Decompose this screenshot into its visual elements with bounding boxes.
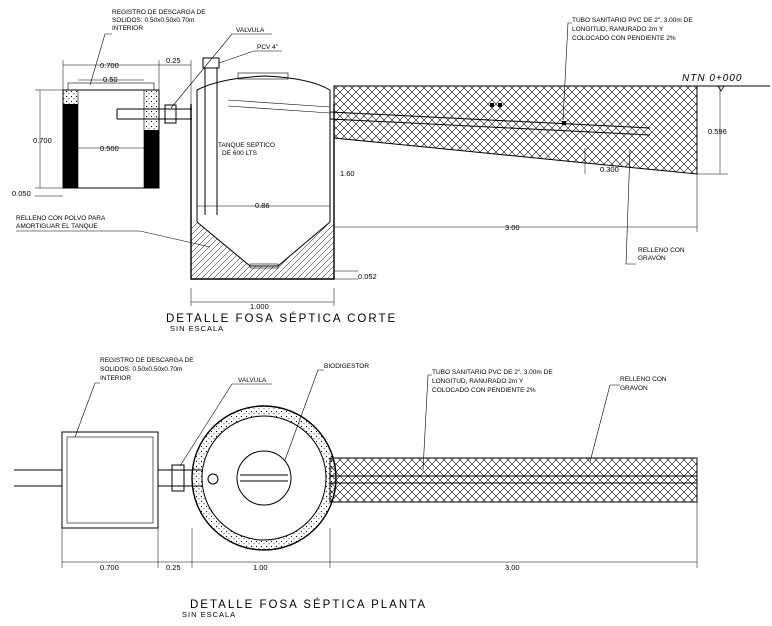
plan-dimensions: 0.700 0.25 1.00 3.00 [61,502,698,572]
plan-registro-label-1: REGISTRO DE DESCARGA DE [100,357,194,364]
inlet-pipe-section [116,104,192,124]
section-view: NTN 0+000 0.700 0.50 0.25 0.700 0.050 [12,9,770,333]
plan-relleno-gravon-1: RELLENO CON [620,376,667,383]
tanque-label-1: TANQUE SEPTICO [218,142,275,149]
plan-subtitle: SIN ESCALA [182,610,236,619]
inlet-pipe-plan [14,469,62,487]
dim-025: 0.25 [166,56,181,65]
registro-label-2: SOLIDOS: 0.50x0.50x0.70m [112,17,194,24]
relleno-gravon-1: RELLENO CON [638,247,685,254]
tanque-label-2: DE 600 LTS [222,150,258,157]
plan-valvula-label: VALVULA [238,377,267,384]
dim-1000: 1.000 [250,302,269,311]
dim-0596: 0.596 [708,127,727,136]
plan-title: DETALLE FOSA SÉPTICA PLANTA [190,598,427,611]
plan-tubo-label-3: COLOCADO CON PENDIENTE 2% [432,387,536,394]
vent-pipe [202,57,220,215]
ground-section [329,85,698,175]
plan-registro-label-2: SOLIDOS: 0.50x0.50x0.70m [100,366,182,373]
ntn-marker: NTN 0+000 [680,73,770,92]
biodigestor-plan [191,405,337,551]
plan-tubo-label-1: TUBO SANITARIO PVC DE 2", 3.00m DE [432,369,553,376]
dim-025-plan: 0.25 [166,563,181,572]
tubo-label-2: LONGITUD, RANURADO 2m Y [572,26,664,33]
gravel-trench-plan [329,457,698,503]
tubo-label-1: TUBO SANITARIO PVC DE 2", 3.00m DE [572,17,693,24]
registro-box-plan [61,431,159,529]
plan-tubo-label-2: LONGITUD, RANURADO 2m Y [432,378,524,385]
tubo-label-3: COLOCADO CON PENDIENTE 2% [572,35,676,42]
section-subtitle: SIN ESCALA [170,324,224,333]
section-title: DETALLE FOSA SÉPTICA CORTE [166,312,397,325]
ntn-label: NTN 0+000 [682,73,742,84]
plan-registro-label-3: INTERIOR [100,375,131,382]
dim-100-plan: 1.00 [253,563,268,572]
dim-160: 1.60 [340,169,355,178]
registro-label-3: INTERIOR [112,25,143,32]
dim-0700-plan: 0.700 [100,563,119,572]
biodigestor-label: BIODIGESTOR [324,363,369,370]
dim-300-section: 3.00 [505,223,520,232]
plan-view: 0.700 0.25 1.00 3.00 REGISTRO DE DESCARG… [14,357,698,619]
dim-0050: 0.050 [12,189,31,198]
valvula-label: VALVULA [236,27,265,34]
section-dimensions: 0.700 0.50 0.25 0.700 0.050 0.500 0.86 [12,56,728,311]
pvc-label: PCV 4" [257,44,279,51]
dim-086: 0.86 [255,201,270,210]
relleno-polvo-1: RELLENO CON POLVO PARA [16,215,106,222]
registro-box-section [62,82,160,189]
dim-0700-left: 0.700 [33,136,52,145]
relleno-gravon-2: GRAVON [638,255,666,262]
section-callouts: REGISTRO DE DESCARGA DE SOLIDOS: 0.50x0.… [16,9,693,265]
dim-0500: 0.500 [100,144,119,153]
dim-050: 0.50 [103,75,118,84]
dim-0052: 0.052 [358,272,377,281]
septic-tank-section [190,72,335,280]
plan-callouts: REGISTRO DE DESCARGA DE SOLIDOS: 0.50x0.… [74,357,667,471]
dim-0700-top: 0.700 [100,61,119,70]
dim-0300: 0.300 [600,165,619,174]
plan-relleno-gravon-2: GRAVON [620,385,648,392]
relleno-polvo-2: AMORTIGUAR EL TANQUE [16,223,98,230]
dim-300-plan: 3.00 [505,563,520,572]
registro-label-1: REGISTRO DE DESCARGA DE [112,9,206,16]
